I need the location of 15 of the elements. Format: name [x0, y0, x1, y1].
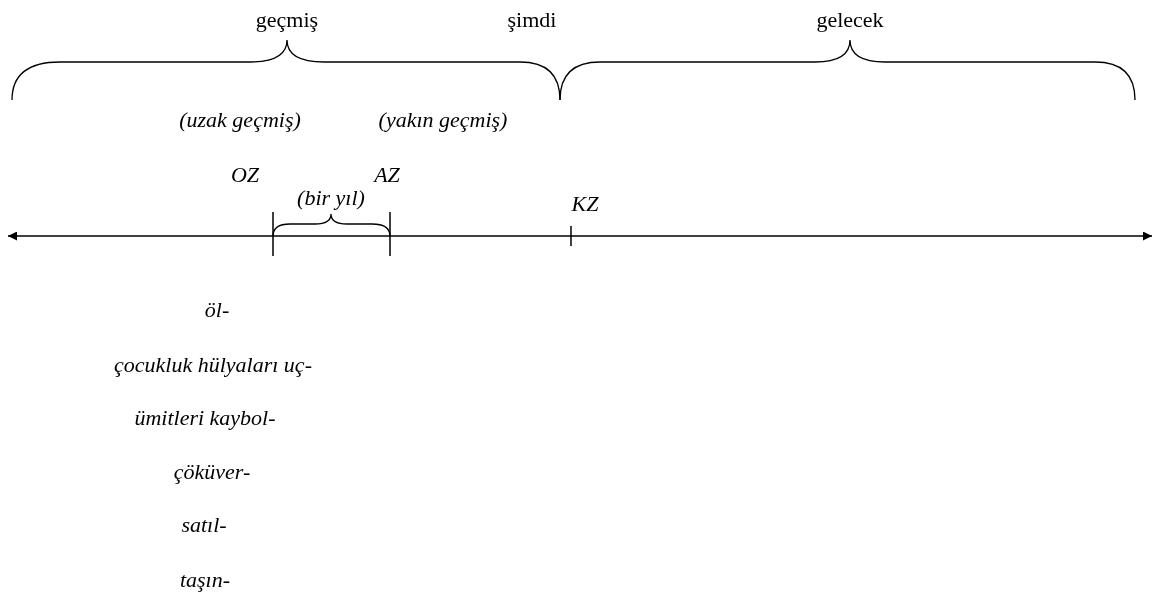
interval-label: (bir yıl) — [297, 185, 365, 211]
period-label: şimdi — [507, 7, 557, 33]
period-label: geçmiş — [255, 7, 319, 33]
point-label: OZ — [230, 162, 260, 188]
point-label: KZ — [571, 191, 599, 217]
verb-stem: ümitleri kaybol- — [134, 405, 276, 431]
verb-stem: taşın- — [179, 567, 231, 593]
verb-stem: çöküver- — [173, 459, 251, 485]
period-note: (yakın geçmiş) — [378, 107, 508, 133]
verb-stem: satıl- — [181, 512, 227, 538]
verb-stem: çocukluk hülyaları uç- — [114, 352, 312, 378]
verb-stem: öl- — [204, 297, 230, 323]
period-note: (uzak geçmiş) — [179, 107, 301, 133]
point-label: AZ — [374, 162, 400, 188]
period-label: gelecek — [816, 7, 884, 33]
